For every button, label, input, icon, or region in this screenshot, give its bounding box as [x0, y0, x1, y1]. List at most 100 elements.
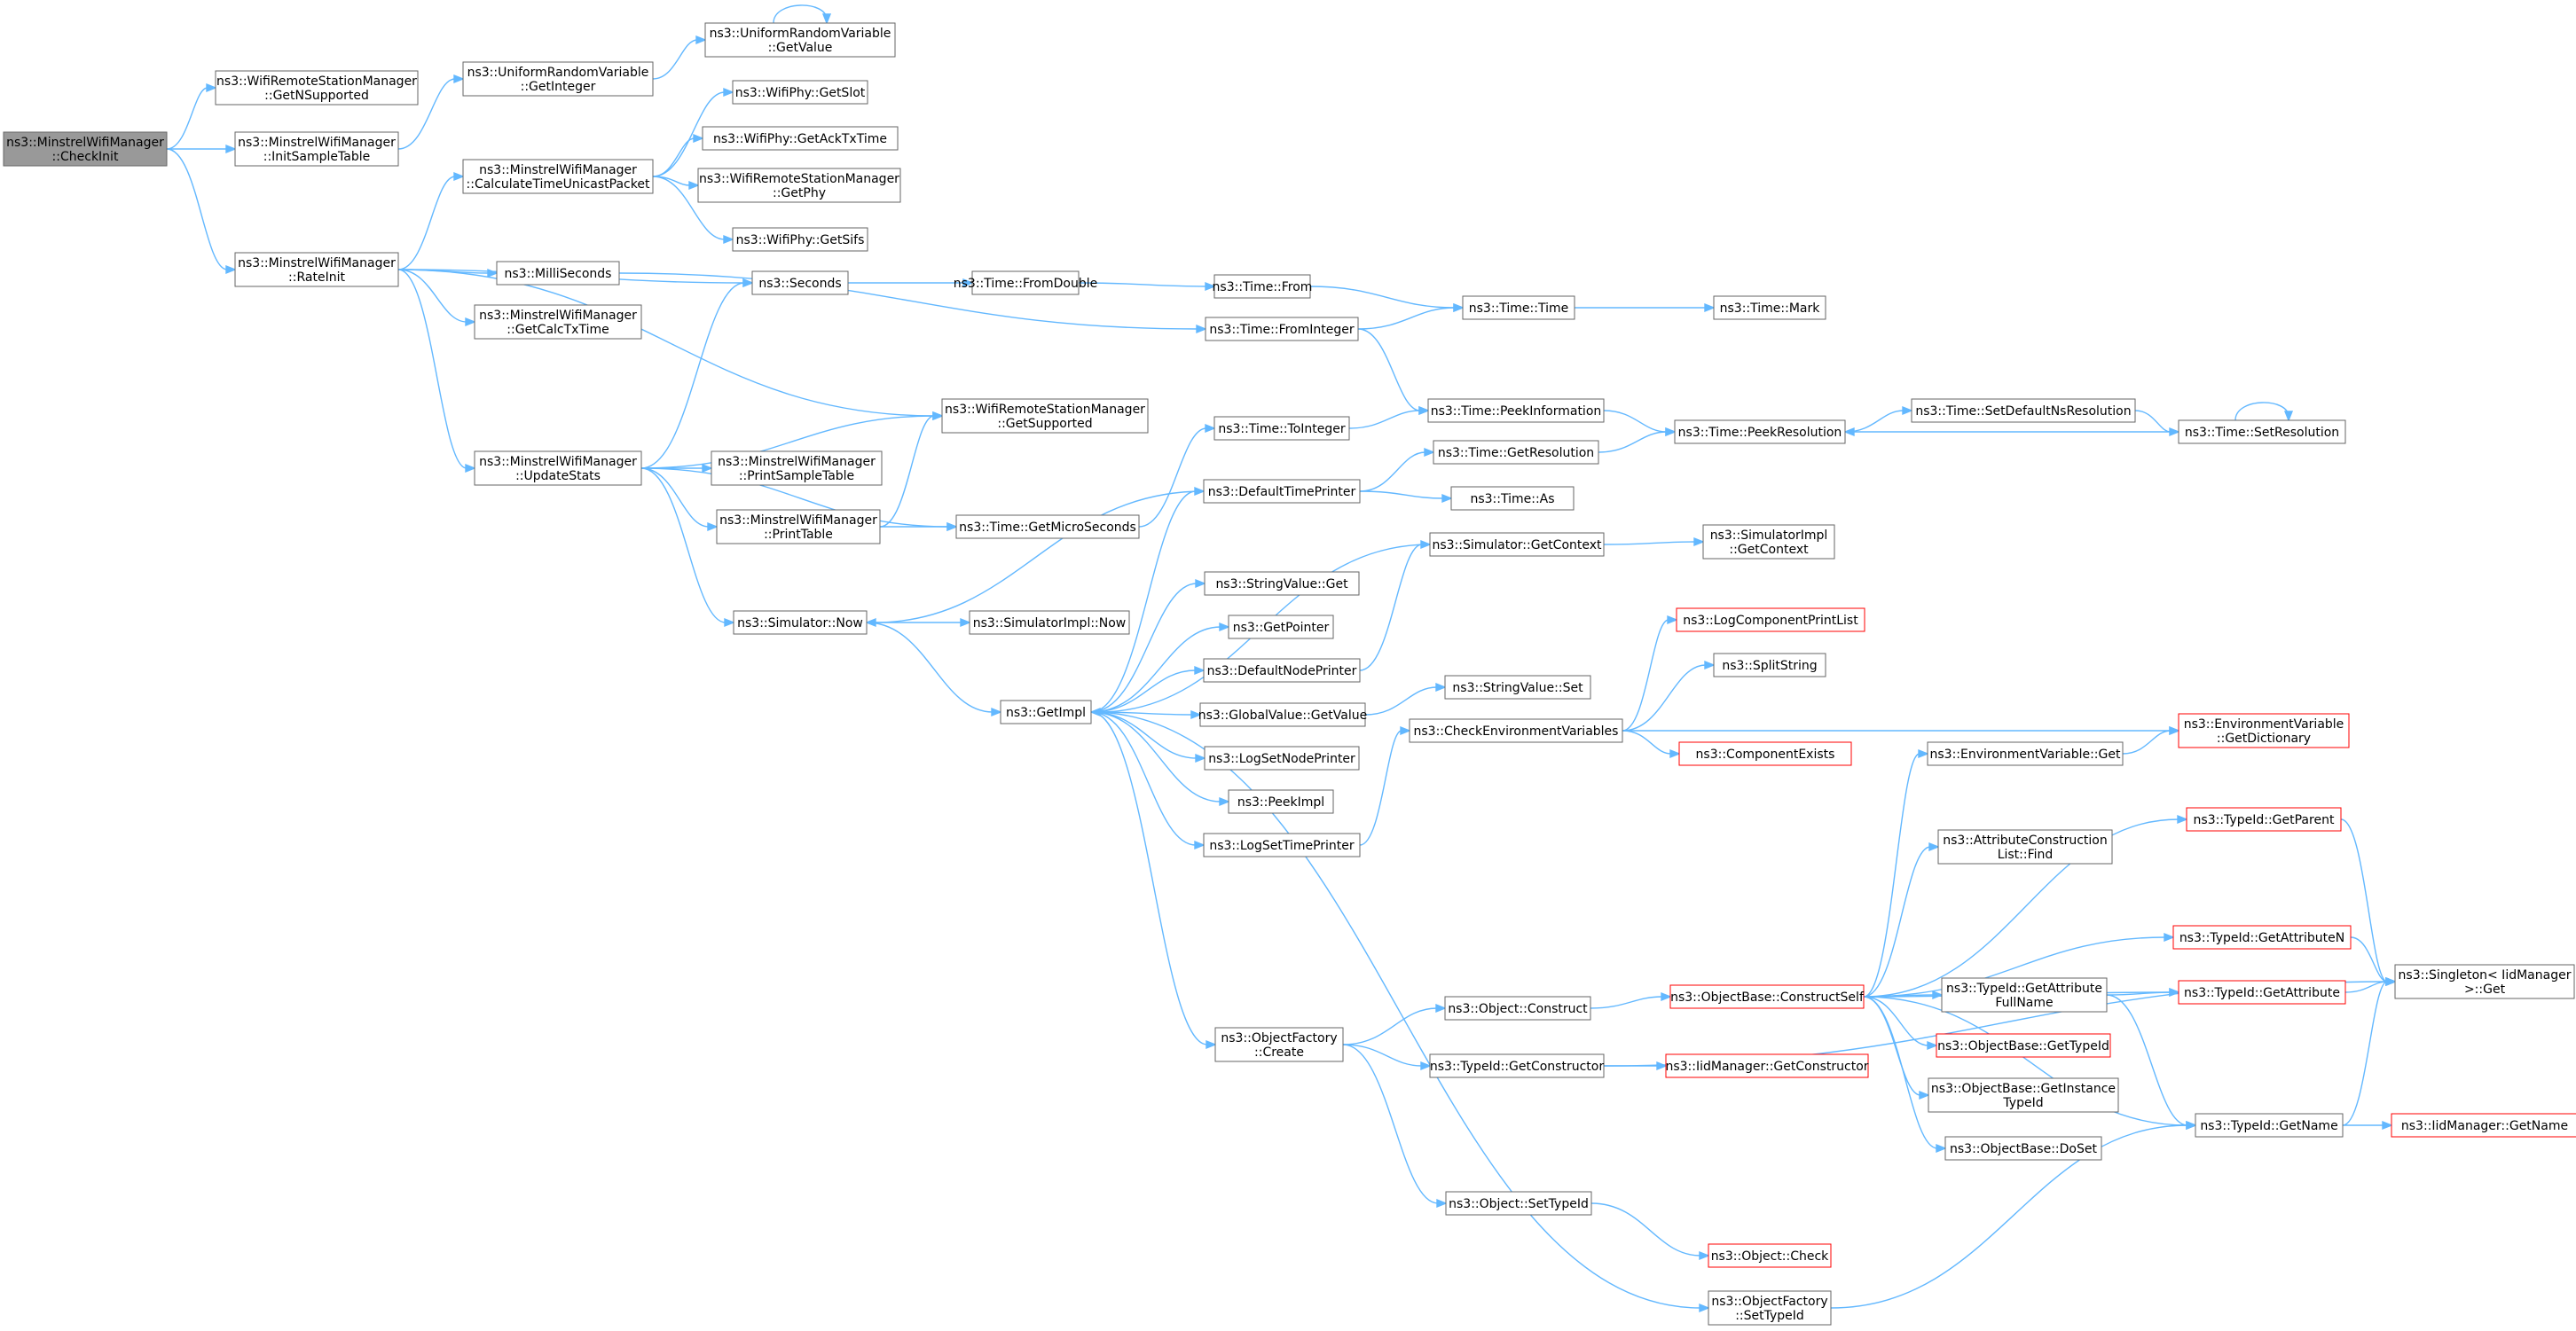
- node-getnsupported[interactable]: ns3::WifiRemoteStationManager::GetNSuppo…: [215, 70, 419, 106]
- node-simimplnow[interactable]: ns3::SimulatorImpl::Now: [969, 610, 1130, 635]
- node-typeidgetattribute[interactable]: ns3::TypeId::GetAttribute: [2178, 980, 2346, 1005]
- edge-line: [1590, 1202, 1701, 1257]
- node-urv_getvalue[interactable]: ns3::UniformRandomVariable::GetValue: [704, 22, 896, 58]
- node-splitstring[interactable]: ns3::SplitString: [1713, 653, 1826, 677]
- node-constructself[interactable]: ns3::ObjectBase::ConstructSelf: [1669, 984, 1865, 1009]
- node-label: ns3::WifiRemoteStationManager: [699, 172, 899, 186]
- node-box: [732, 227, 868, 252]
- node-iidgetname[interactable]: ns3::IidManager::GetName: [2391, 1113, 2576, 1138]
- node-logsetnodeprinter[interactable]: ns3::LogSetNodePrinter: [1204, 746, 1360, 771]
- node-objectconstruct[interactable]: ns3::Object::Construct: [1444, 996, 1591, 1021]
- node-box: [2394, 964, 2575, 999]
- node-initsampletable[interactable]: ns3::MinstrelWifiManager::InitSampleTabl…: [234, 131, 399, 167]
- edge-line: [1863, 996, 1938, 1149]
- node-calctime[interactable]: ns3::MinstrelWifiManager::CalculateTimeU…: [462, 159, 654, 194]
- node-singletonget[interactable]: ns3::Singleton< IidManager >::Get: [2394, 964, 2575, 999]
- node-logsettimeprinter[interactable]: ns3::LogSetTimePrinter: [1203, 833, 1361, 857]
- node-simgetcontext[interactable]: ns3::Simulator::GetContext: [1429, 532, 1605, 557]
- node-componentexists[interactable]: ns3::ComponentExists: [1678, 741, 1852, 766]
- node-label: ns3::StringValue::Get: [1215, 577, 1348, 591]
- node-getsifs[interactable]: ns3::WifiPhy::GetSifs: [732, 227, 868, 252]
- node-doset[interactable]: ns3::ObjectBase::DoSet: [1944, 1136, 2102, 1161]
- node-objectcheck[interactable]: ns3::Object::Check: [1708, 1243, 1832, 1268]
- node-urv_getinteger[interactable]: ns3::UniformRandomVariable::GetInteger: [462, 61, 654, 97]
- node-getimpl[interactable]: ns3::GetImpl: [1000, 700, 1092, 724]
- node-updatestats[interactable]: ns3::MinstrelWifiManager::UpdateStats: [474, 450, 642, 486]
- edge-getimpl-to-logsetnodeprinter: [1090, 711, 1206, 763]
- node-logcomponentprintlist[interactable]: ns3::LogComponentPrintList: [1676, 607, 1865, 632]
- node-defaulttimeprinter[interactable]: ns3::DefaultTimePrinter: [1203, 479, 1361, 504]
- node-envvargetdict[interactable]: ns3::EnvironmentVariable::GetDictionary: [2178, 713, 2350, 748]
- node-checkinit[interactable]: ns3::MinstrelWifiManager::CheckInit: [3, 131, 168, 167]
- node-printsampletable[interactable]: ns3::MinstrelWifiManager::PrintSampleTab…: [711, 450, 883, 486]
- edge-arrowhead: [2382, 1120, 2393, 1131]
- node-checkenv[interactable]: ns3::CheckEnvironmentVariables: [1409, 718, 1623, 743]
- node-label: ns3::EnvironmentVariable: [2184, 717, 2344, 732]
- edge-line: [1590, 996, 1663, 1009]
- edge-arrowhead: [932, 411, 944, 421]
- node-mark[interactable]: ns3::Time::Mark: [1713, 295, 1826, 320]
- node-getpointer[interactable]: ns3::GetPointer: [1228, 615, 1334, 639]
- edge-typeidgetname-to-singletonget: [2342, 976, 2397, 1126]
- node-envvarget[interactable]: ns3::EnvironmentVariable::Get: [1927, 741, 2124, 766]
- node-getmicroseconds[interactable]: ns3::Time::GetMicroSeconds: [955, 514, 1140, 539]
- node-typeidgetparent[interactable]: ns3::TypeId::GetParent: [2186, 807, 2342, 832]
- node-setresolution[interactable]: ns3::Time::SetResolution: [2178, 419, 2346, 444]
- node-peekresolution[interactable]: ns3::Time::PeekResolution: [1674, 419, 1846, 444]
- node-label: ::GetSupported: [997, 417, 1092, 431]
- node-stringvalueget[interactable]: ns3::StringValue::Get: [1204, 571, 1360, 596]
- node-getresolution[interactable]: ns3::Time::GetResolution: [1433, 440, 1599, 465]
- edge-updatestats-to-seconds: [640, 278, 754, 469]
- node-fromdouble[interactable]: ns3::Time::FromDouble: [954, 270, 1098, 295]
- node-box: [1702, 524, 1835, 560]
- node-iidgetconstructor[interactable]: ns3::IidManager::GetConstructor: [1665, 1053, 1869, 1078]
- node-getphy[interactable]: ns3::WifiRemoteStationManager::GetPhy: [697, 168, 901, 203]
- node-objectsettypeid[interactable]: ns3::Object::SetTypeId: [1445, 1191, 1592, 1216]
- node-box: [1708, 1290, 1832, 1326]
- node-peekinformation[interactable]: ns3::Time::PeekInformation: [1427, 398, 1605, 423]
- edge-arrowhead: [1902, 405, 1913, 416]
- node-printtable[interactable]: ns3::MinstrelWifiManager::PrintTable: [716, 509, 881, 544]
- edge-milliseconds-to-frominteger: [618, 272, 1207, 334]
- node-box: [2178, 980, 2346, 1005]
- edge-arrowhead: [2283, 411, 2294, 422]
- node-seconds[interactable]: ns3::Seconds: [751, 270, 849, 295]
- node-peekimpl[interactable]: ns3::PeekImpl: [1228, 789, 1334, 814]
- node-simimplgetcontext[interactable]: ns3::SimulatorImpl::GetContext: [1702, 524, 1835, 560]
- node-typeidgetname[interactable]: ns3::TypeId::GetName: [2195, 1113, 2344, 1138]
- node-objectfactorysettypeid[interactable]: ns3::ObjectFactory::SetTypeId: [1708, 1290, 1832, 1326]
- edge-arrowhead: [225, 264, 237, 275]
- node-typeidgetconstructor[interactable]: ns3::TypeId::GetConstructor: [1429, 1053, 1605, 1078]
- node-globalvaluegetvalue[interactable]: ns3::GlobalValue::GetValue: [1198, 702, 1367, 727]
- node-simnow[interactable]: ns3::Simulator::Now: [733, 610, 868, 635]
- node-from[interactable]: ns3::Time::From: [1213, 274, 1313, 299]
- edge-arrowhead: [1219, 796, 1230, 807]
- node-frominteger[interactable]: ns3::Time::FromInteger: [1205, 317, 1359, 341]
- node-label: ns3::TypeId::GetParent: [2194, 813, 2335, 827]
- node-timeas[interactable]: ns3::Time::As: [1450, 486, 1575, 511]
- edge-arrowhead: [1919, 1090, 1930, 1100]
- node-rateinit[interactable]: ns3::MinstrelWifiManager::RateInit: [234, 252, 399, 287]
- node-typeidgetattributen[interactable]: ns3::TypeId::GetAttributeN: [2172, 925, 2352, 950]
- node-timetime[interactable]: ns3::Time::Time: [1462, 295, 1575, 320]
- node-getslot[interactable]: ns3::WifiPhy::GetSlot: [732, 80, 868, 105]
- node-objectfactorycreate[interactable]: ns3::ObjectFactory::Create: [1214, 1027, 1344, 1062]
- node-stringvalueset[interactable]: ns3::StringValue::Set: [1444, 675, 1591, 700]
- node-label: ::GetInteger: [521, 80, 596, 94]
- node-label: ns3::MinstrelWifiManager: [238, 256, 396, 270]
- edge-line: [1357, 328, 1421, 411]
- node-getacktxtime[interactable]: ns3::WifiPhy::GetAckTxTime: [702, 126, 899, 151]
- node-box: [1928, 1077, 2119, 1113]
- node-box: [1674, 419, 1846, 444]
- node-box: [1676, 607, 1865, 632]
- node-milliseconds[interactable]: ns3::MilliSeconds: [496, 261, 620, 286]
- node-getsupported[interactable]: ns3::WifiRemoteStationManager::GetSuppor…: [941, 398, 1149, 434]
- node-tointeger[interactable]: ns3::Time::ToInteger: [1213, 416, 1350, 441]
- node-setdefaultns[interactable]: ns3::Time::SetDefaultNsResolution: [1911, 398, 2136, 423]
- node-defaultnodeprinter[interactable]: ns3::DefaultNodePrinter: [1203, 658, 1361, 683]
- node-objectbasegettypeid[interactable]: ns3::ObjectBase::GetTypeId: [1936, 1033, 2111, 1058]
- node-getcalctxtime[interactable]: ns3::MinstrelWifiManager::GetCalcTxTime: [474, 304, 642, 340]
